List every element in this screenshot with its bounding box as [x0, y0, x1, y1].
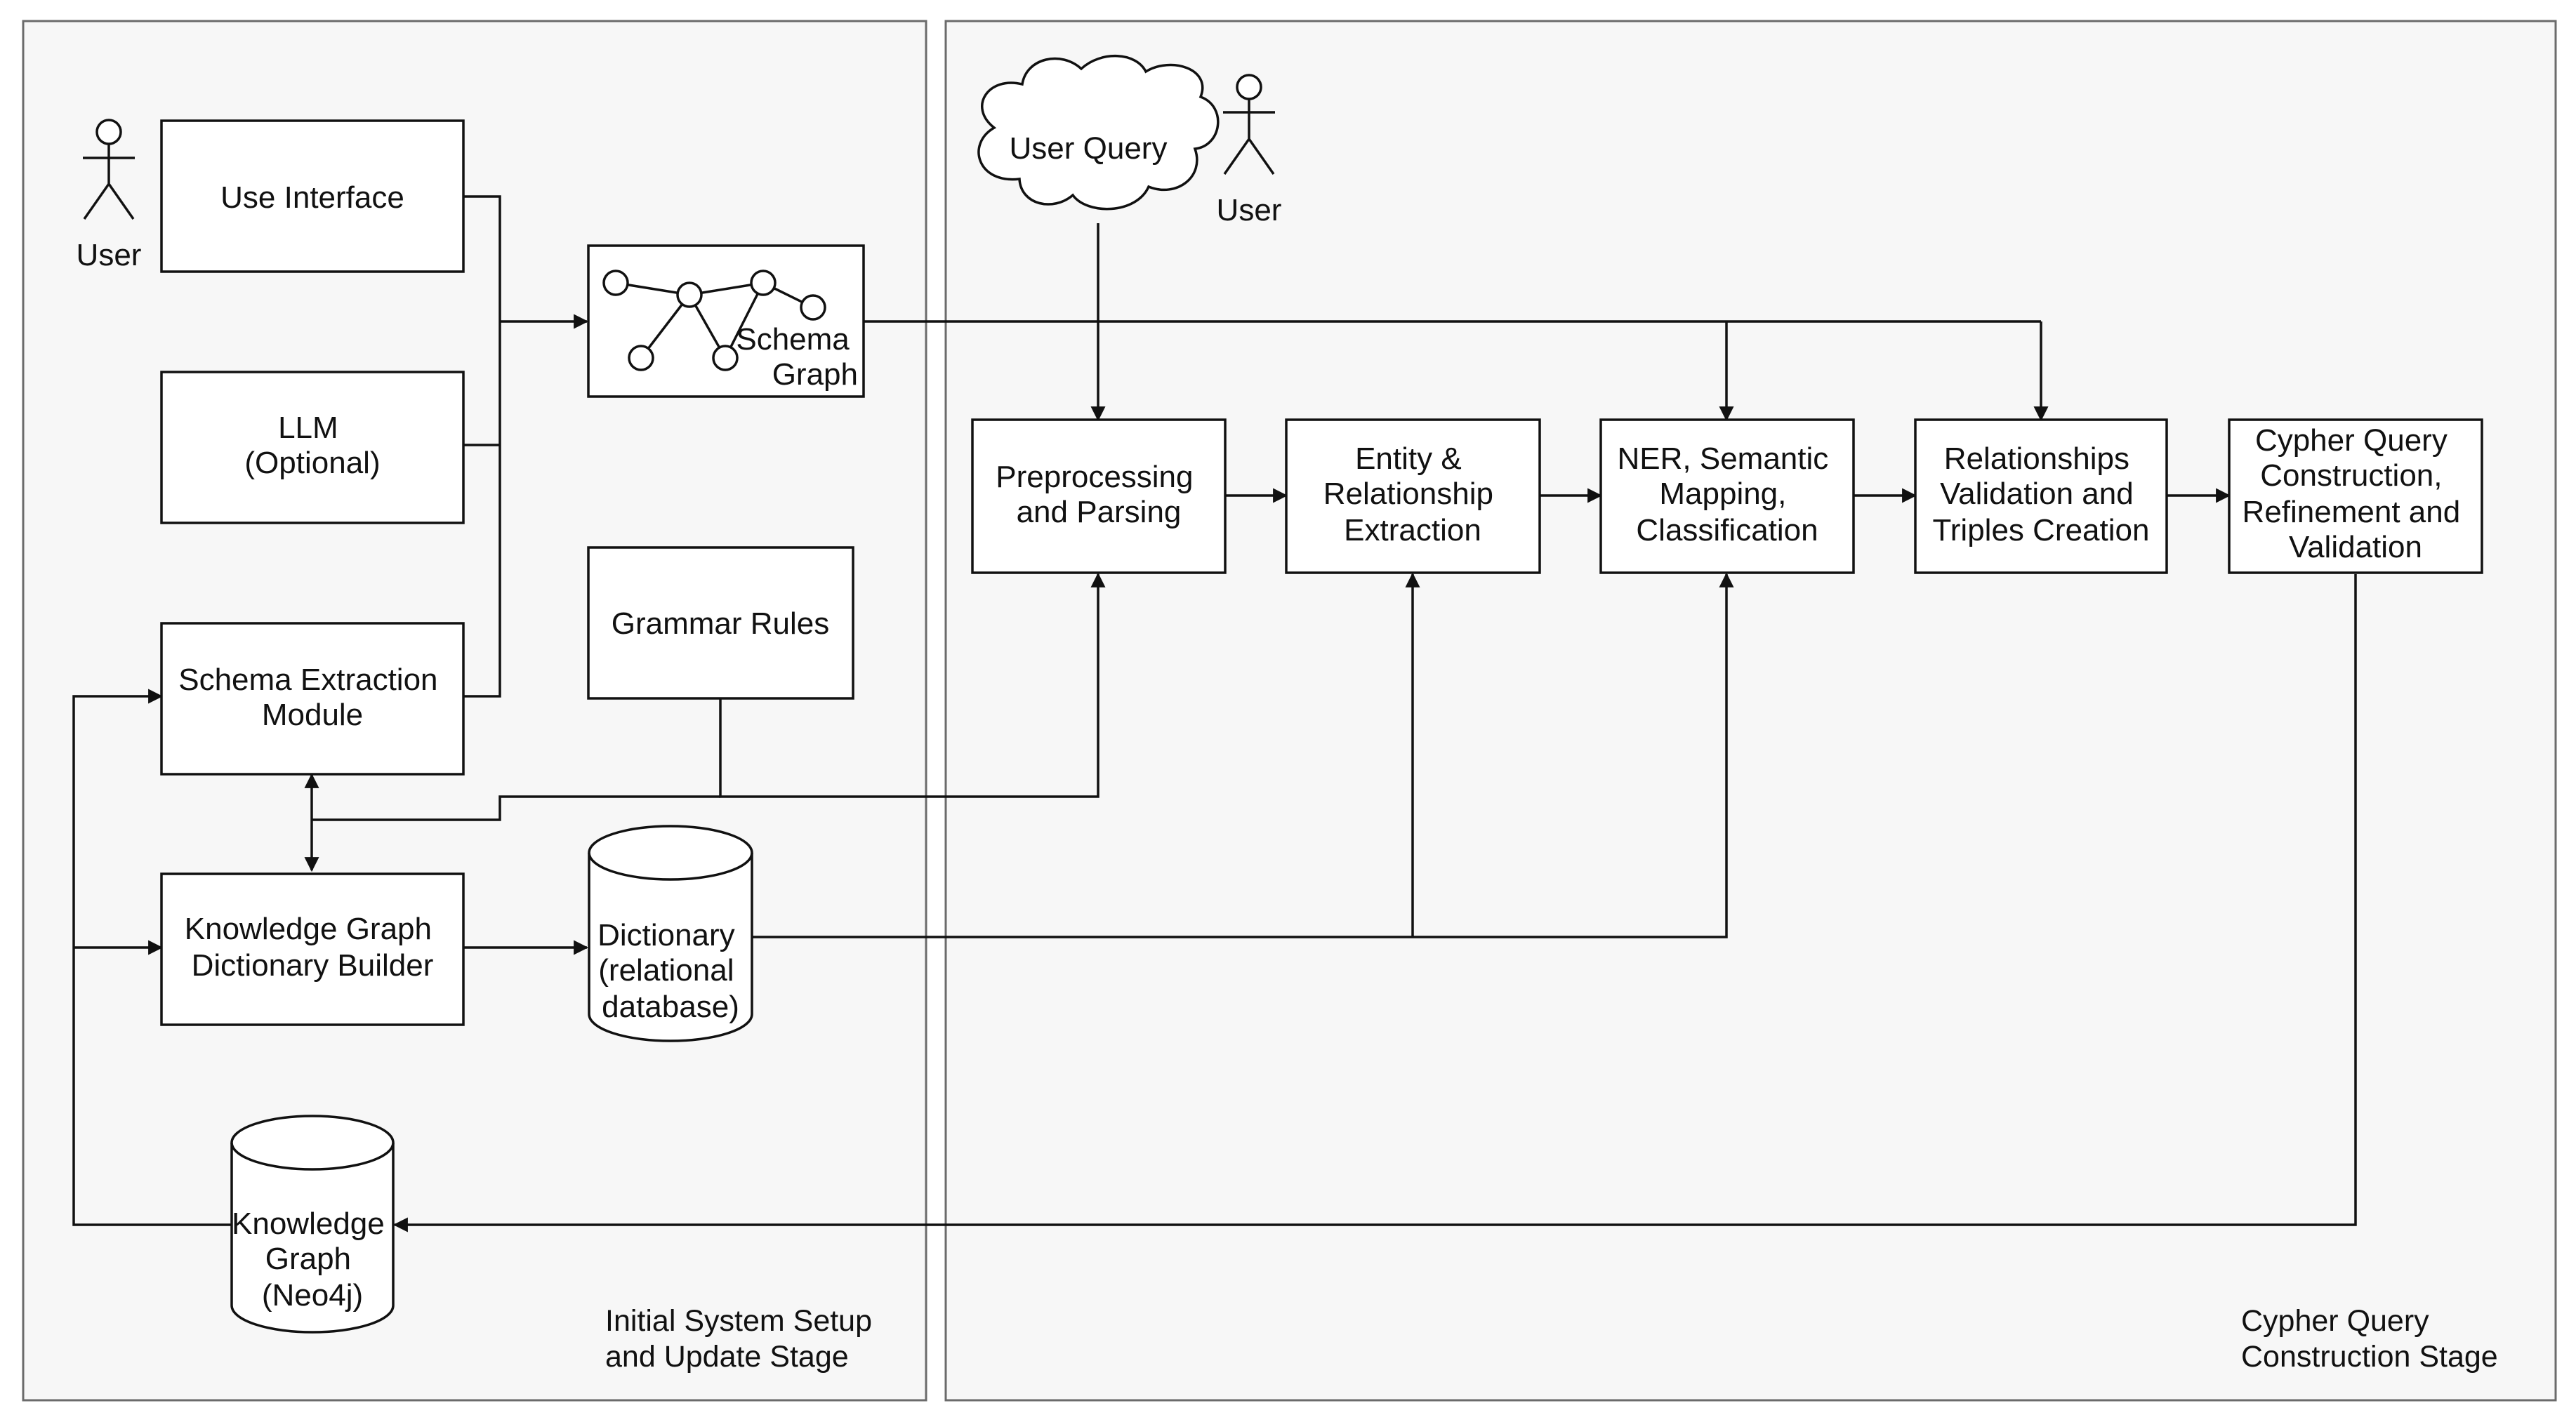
database-icon: [588, 853, 753, 1042]
schema-graph-label: Schema Graph: [736, 322, 858, 392]
llm-box: [160, 371, 465, 524]
cypher-construction-label: Cypher Query Construction, Refinement an…: [2243, 423, 2469, 564]
kg-dictionary-builder-box: [160, 872, 465, 1026]
edge-cypher-to-knowledge-graph: [392, 574, 2357, 1233]
entity-extraction-box: [1285, 418, 1541, 574]
edge-grammar-rules-branch: [312, 795, 720, 821]
query-stage-panel: [944, 20, 2557, 1402]
schema-graph-box: [587, 244, 865, 398]
use-interface-box: [160, 119, 465, 273]
cypher-construction-box: [2228, 418, 2483, 574]
edge-grammar-rules-to-preprocessing: [719, 572, 1106, 798]
user-icon-body: [1223, 99, 1275, 175]
use-interface-label: Use Interface: [220, 180, 404, 215]
relationships-validation-box: [1914, 418, 2168, 574]
schema-extraction-label: Schema Extraction Module: [178, 663, 447, 732]
ner-mapping-label: NER, Semantic Mapping, Classification: [1618, 441, 1837, 547]
dictionary-database: [588, 825, 753, 1042]
user-icon: [1236, 74, 1262, 100]
edge-use-interface-to-bus: [463, 195, 501, 321]
kg-dictionary-builder-label: Knowledge Graph Dictionary Builder: [185, 912, 440, 983]
entity-extraction-label: Entity & Relationship Extraction: [1323, 441, 1502, 547]
setup-stage-label: Initial System Setup and Update Stage: [605, 1304, 880, 1374]
relationships-validation-label: Relationships Validation and Triples Cre…: [1933, 441, 2150, 547]
setup-user-actor: User: [77, 119, 142, 272]
edge-schema-extraction-to-bus: [463, 321, 501, 698]
dictionary-label: Dictionary (relational database): [597, 918, 744, 1024]
setup-user-label: User: [77, 238, 142, 272]
query-stage-label: Cypher Query Construction Stage: [2241, 1304, 2498, 1374]
grammar-rules-box: [587, 546, 854, 700]
preprocessing-label: Preprocessing and Parsing: [996, 460, 1202, 529]
database-icon: [230, 1143, 395, 1334]
knowledge-graph-database: [230, 1115, 395, 1334]
user-icon: [95, 119, 122, 145]
user-query-cloud: [977, 54, 1220, 211]
ner-mapping-box: [1599, 418, 1855, 574]
knowledge-graph-label: Knowledge Graph (Neo4j): [232, 1207, 393, 1313]
graph-icon: [602, 270, 826, 371]
user-icon-body: [83, 144, 135, 220]
setup-stage-panel: [22, 20, 927, 1402]
edge-dictionary-line: [753, 572, 1734, 938]
edge-knowledge-graph-loop: [72, 689, 232, 1226]
grammar-rules-label: Grammar Rules: [612, 606, 830, 641]
query-user-actor: User: [1217, 74, 1282, 227]
edges: [72, 195, 2357, 1233]
user-query-label: User Query: [1010, 131, 1168, 166]
query-user-label: User: [1217, 193, 1282, 227]
preprocessing-box: [971, 418, 1227, 574]
llm-label: LLM (Optional): [244, 411, 380, 480]
schema-extraction-box: [160, 622, 465, 776]
